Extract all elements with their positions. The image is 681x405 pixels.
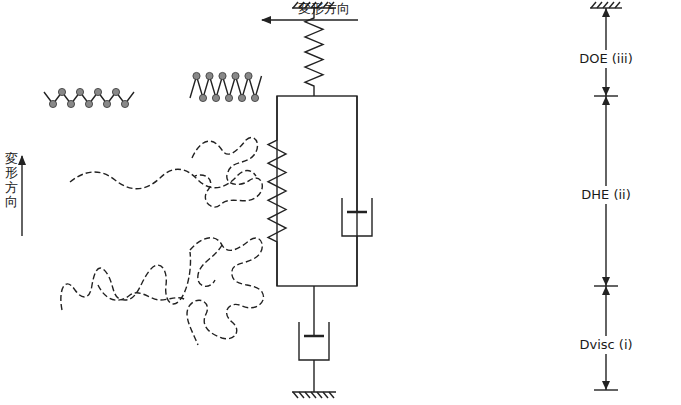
dimension-label: Dvisc (i) — [577, 336, 634, 354]
spring-symbol — [268, 96, 286, 286]
dashpot-symbol — [299, 286, 329, 392]
chain-compressed — [190, 72, 262, 101]
parallel-frame — [277, 96, 357, 286]
direction-label: 変形方向 — [5, 152, 18, 209]
spring-symbol — [305, 8, 323, 96]
dimension-label: DHE (ii) — [579, 186, 633, 204]
chain-dashed-long — [61, 238, 264, 345]
dashpot-symbol — [342, 96, 372, 286]
direction-arrow — [21, 156, 22, 236]
chain-stretched — [44, 88, 134, 107]
direction-label: 変形方向 — [298, 1, 350, 17]
dimension-label: DOE (iii) — [577, 50, 635, 68]
chain-dashed — [70, 138, 262, 208]
